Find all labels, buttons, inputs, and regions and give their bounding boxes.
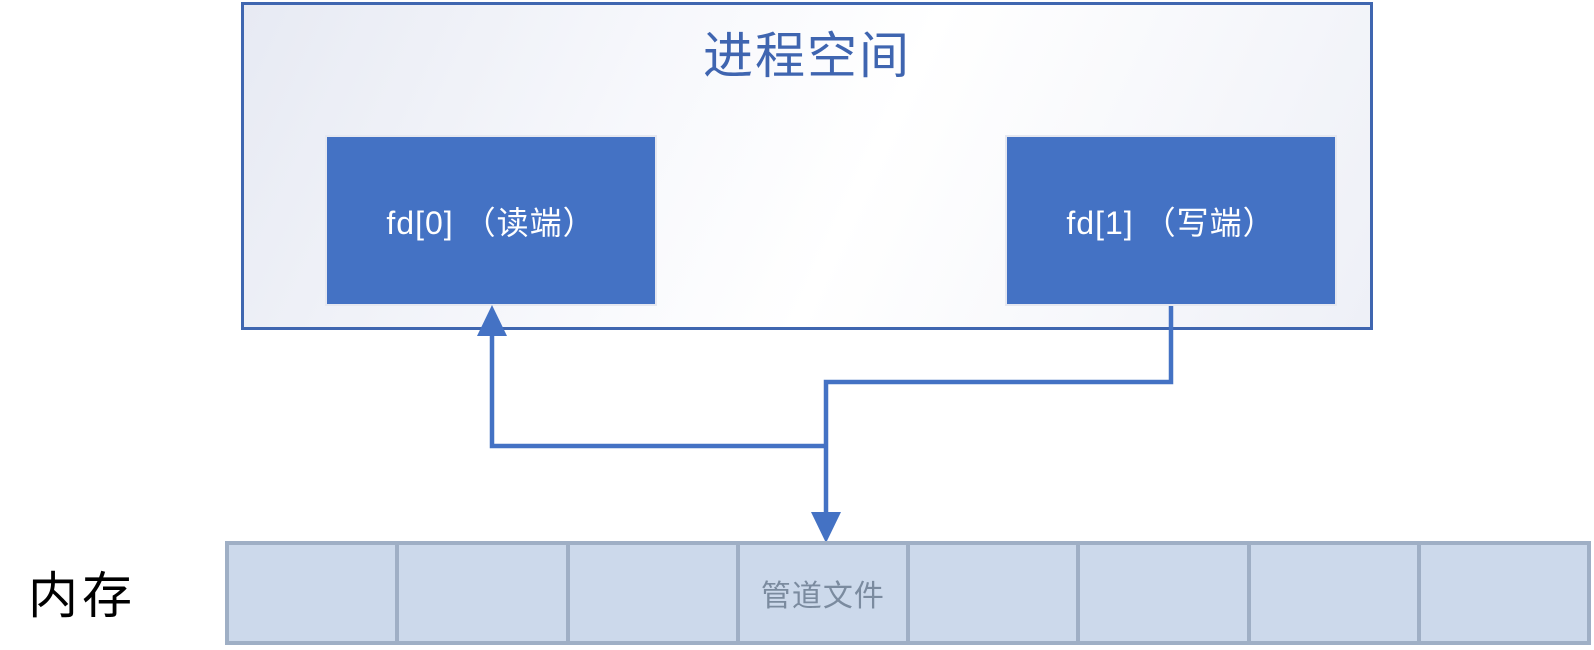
fd1-write-end-label: fd[1] （写端） bbox=[1066, 204, 1276, 241]
process-space-title: 进程空间 bbox=[703, 28, 911, 84]
memory-cell bbox=[567, 543, 738, 643]
fd1-write-end-box: fd[1] （写端） bbox=[1005, 135, 1337, 306]
memory-cell bbox=[1078, 543, 1249, 643]
memory-label: 内存 bbox=[28, 568, 136, 624]
read-end-connector-line bbox=[489, 330, 826, 449]
write-end-connector-line bbox=[823, 306, 1174, 516]
memory-cell bbox=[397, 543, 568, 643]
memory-cell bbox=[227, 543, 398, 643]
memory-cell bbox=[908, 543, 1079, 643]
fd0-read-end-box: fd[0] （读端） bbox=[325, 135, 657, 306]
memory-array: 管道文件 bbox=[225, 541, 1591, 645]
fd0-read-end-label: fd[0] （读端） bbox=[386, 204, 596, 241]
memory-cell bbox=[1248, 543, 1419, 643]
memory-cell bbox=[1418, 543, 1589, 643]
memory-cell-pipe-file: 管道文件 bbox=[737, 543, 908, 643]
arrowhead-down-icon bbox=[811, 512, 841, 543]
